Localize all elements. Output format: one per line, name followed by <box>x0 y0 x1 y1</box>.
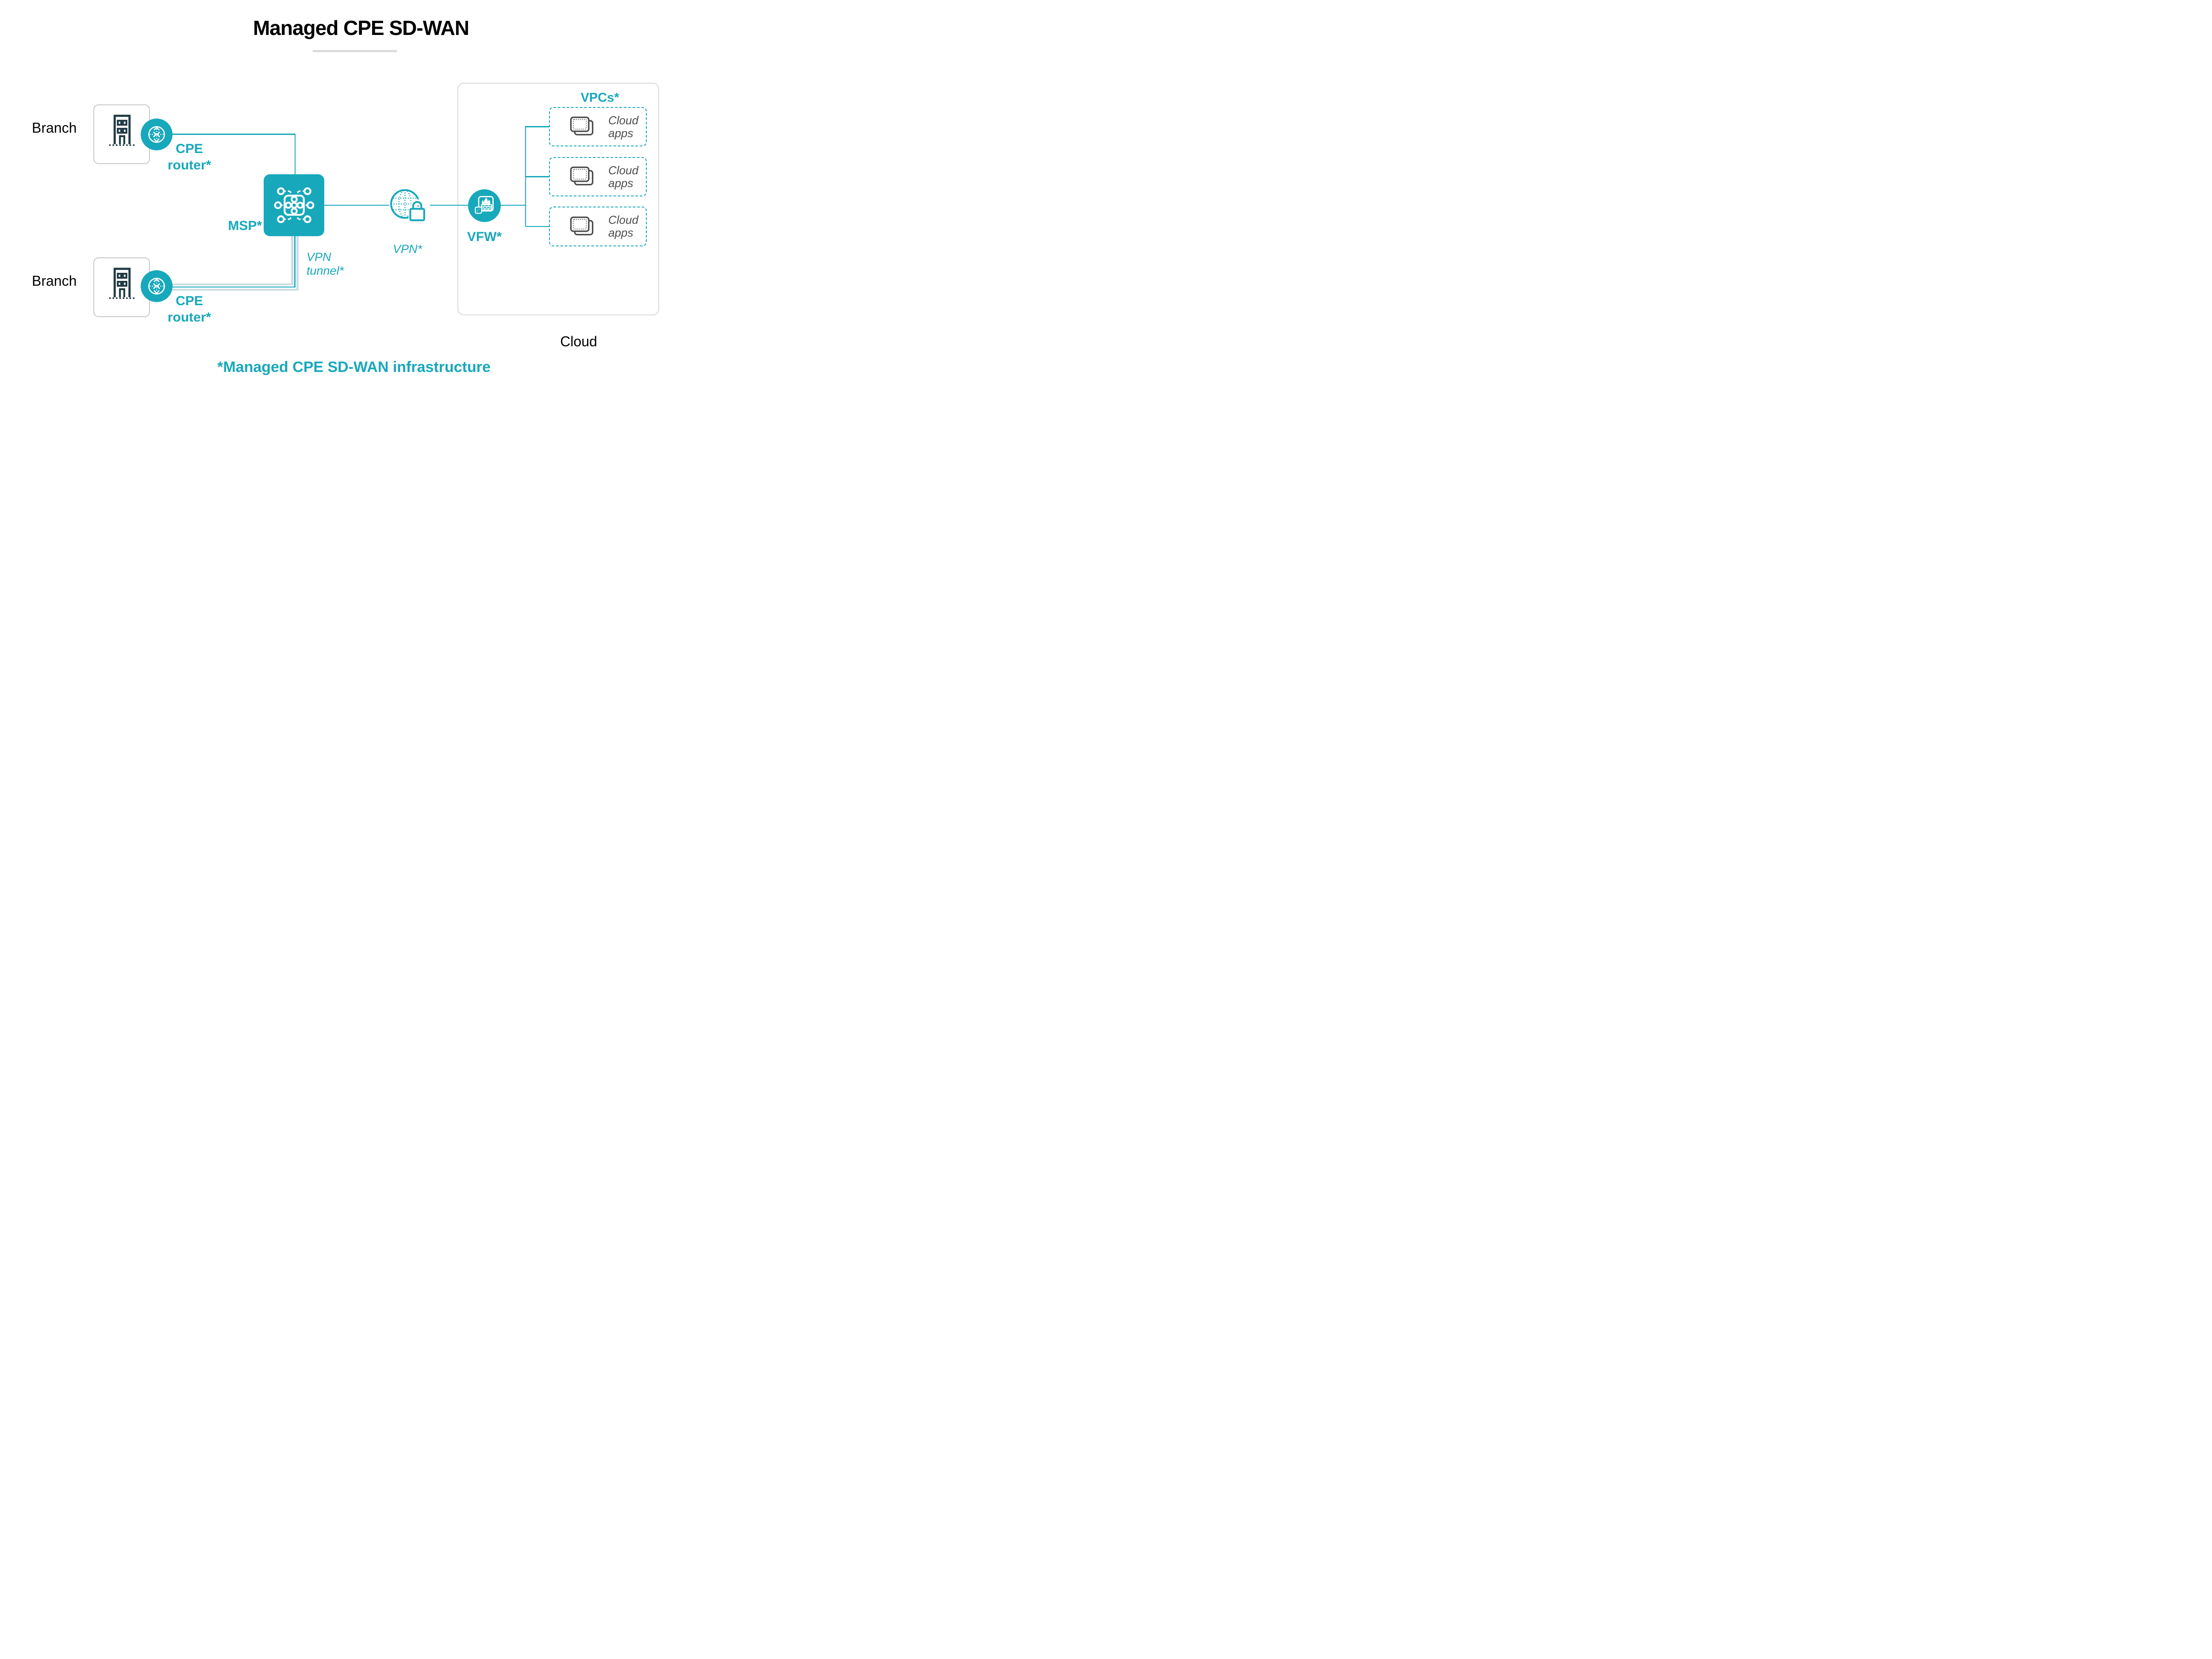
branch2-label: Branch <box>32 273 77 289</box>
cloud-apps-label: Cloud apps <box>608 163 638 190</box>
cloud-apps-label: Cloud apps <box>608 213 638 239</box>
vpn-label: VPN* <box>392 242 422 256</box>
vfw-icon <box>468 189 501 222</box>
connector-msp-vpn <box>324 204 389 206</box>
branch1-label: Branch <box>32 120 77 136</box>
vpc-stub-3 <box>526 226 549 227</box>
cpe-router1-label: CPE router* <box>167 142 211 172</box>
footnote-caption: *Managed CPE SD-WAN infrastructure <box>217 359 491 375</box>
branch2-box <box>93 257 150 317</box>
msp-icon <box>274 187 314 223</box>
vfw-label: VFW* <box>467 230 502 244</box>
connector-vpn-vfw <box>430 204 468 206</box>
vpc-stub-1 <box>526 126 549 127</box>
cloud-apps-icon <box>570 116 594 136</box>
cloud-apps-icon <box>570 216 594 235</box>
cpe-router2-label: CPE router* <box>167 294 211 325</box>
vpcs-label: VPCs* <box>580 91 619 105</box>
connector-branch1-horizontal <box>172 134 296 135</box>
vpn-globe-lock-icon <box>386 184 429 226</box>
vpn-tunnel-core-vertical <box>294 236 296 288</box>
cpe-router1-icon <box>141 118 173 150</box>
building-icon <box>107 264 138 303</box>
branch1-box <box>93 104 150 164</box>
msp-label: MSP* <box>228 218 262 233</box>
cloud-apps-label: Cloud apps <box>608 113 638 140</box>
vpc-stub-2 <box>526 176 549 177</box>
cpe-router2-icon <box>141 270 173 302</box>
cloud-apps-icon <box>570 166 594 186</box>
diagram-stage: Managed CPE SD-WAN Branch <box>0 0 708 398</box>
title-underline <box>313 50 397 52</box>
connector-vfw-bracket <box>501 204 526 206</box>
vpn-tunnel-label: VPN tunnel* <box>307 250 344 277</box>
cloud-label: Cloud <box>560 333 597 349</box>
vpc-box-1: Cloud apps <box>549 107 647 146</box>
vpc-box-2: Cloud apps <box>549 157 647 196</box>
msp-box <box>264 174 324 236</box>
building-icon <box>107 111 138 150</box>
vpc-box-3: Cloud apps <box>549 207 647 246</box>
connector-branch1-vertical <box>294 134 296 175</box>
page-title: Managed CPE SD-WAN <box>253 16 469 39</box>
